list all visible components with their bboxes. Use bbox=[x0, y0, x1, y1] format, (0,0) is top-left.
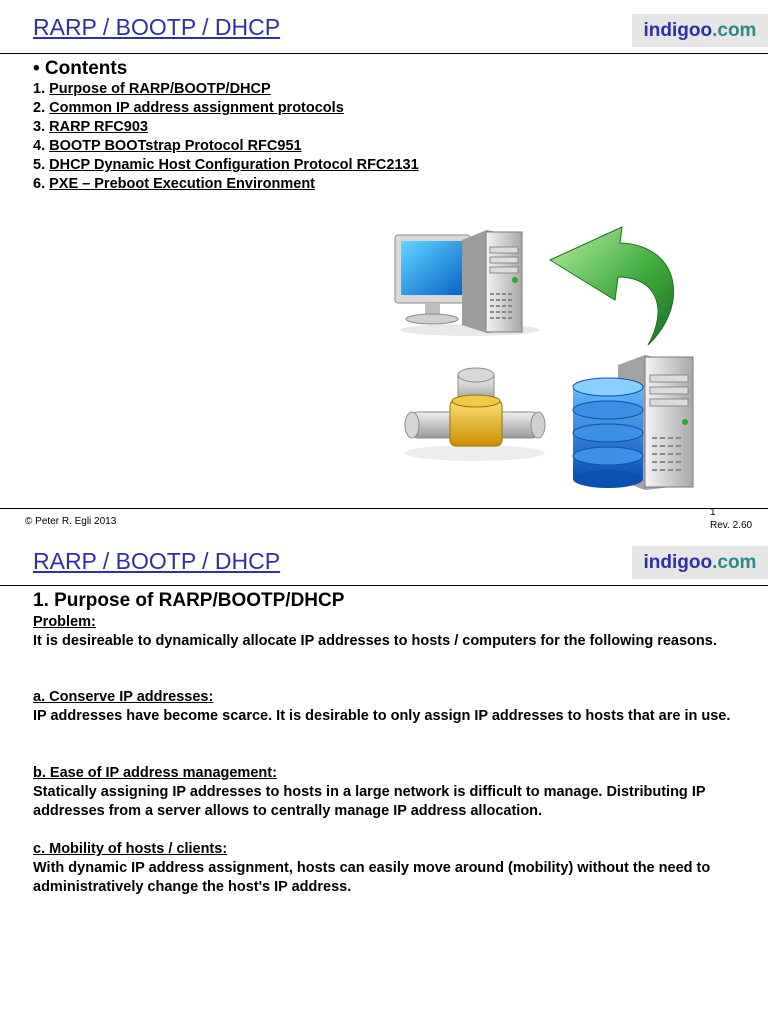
workstation-icon bbox=[394, 230, 540, 336]
toc-link[interactable]: Purpose of RARP/BOOTP/DHCP bbox=[49, 81, 271, 97]
toc-link[interactable]: BOOTP BOOTstrap Protocol RFC951 bbox=[49, 138, 302, 154]
toc-item[interactable]: 6. PXE – Preboot Execution Environment bbox=[33, 176, 316, 192]
toc-item[interactable]: 5. DHCP Dynamic Host Configuration Proto… bbox=[33, 157, 419, 173]
section-c-text: With dynamic IP address assignment, host… bbox=[33, 860, 711, 895]
network-illustration bbox=[394, 226, 694, 490]
section-b-text: Statically assigning IP addresses to hos… bbox=[33, 784, 706, 819]
section-a-text: IP addresses have become scarce. It is d… bbox=[33, 708, 731, 724]
database-server-icon bbox=[572, 355, 694, 490]
section-b-label: b. Ease of IP address management: bbox=[33, 765, 277, 781]
header-divider bbox=[0, 585, 768, 586]
toc-link[interactable]: DHCP Dynamic Host Configuration Protocol… bbox=[49, 157, 419, 173]
toc-item[interactable]: 4. BOOTP BOOTstrap Protocol RFC951 bbox=[33, 138, 302, 154]
toc-link[interactable]: PXE – Preboot Execution Environment bbox=[49, 176, 316, 192]
network-hub-icon bbox=[404, 367, 546, 461]
section-heading: 1. Purpose of RARP/BOOTP/DHCP bbox=[33, 590, 345, 611]
problem-label: Problem: bbox=[33, 614, 96, 630]
table-of-contents: 1. Purpose of RARP/BOOTP/DHCP 2. Common … bbox=[33, 80, 419, 194]
slide-title: RARP / BOOTP / DHCP bbox=[33, 548, 281, 574]
toc-item[interactable]: 3. RARP RFC903 bbox=[33, 119, 148, 135]
toc-item[interactable]: 1. Purpose of RARP/BOOTP/DHCP bbox=[33, 81, 271, 97]
copyright: © Peter R. Egli 2013 bbox=[25, 516, 117, 527]
toc-link[interactable]: RARP RFC903 bbox=[49, 119, 148, 135]
slide-1: RARP / BOOTP / DHCP indigoo.com • Conten… bbox=[0, 14, 768, 531]
problem-text: It is desireable to dynamically allocate… bbox=[33, 633, 717, 649]
section-c-label: c. Mobility of hosts / clients: bbox=[33, 841, 228, 857]
header-divider bbox=[0, 53, 768, 54]
footer-divider bbox=[0, 508, 768, 509]
indigoo-logo: indigoo.com bbox=[632, 546, 768, 579]
toc-link[interactable]: Common IP address assignment protocols bbox=[49, 100, 344, 116]
indigoo-logo: indigoo.com bbox=[632, 14, 768, 47]
slide-2: RARP / BOOTP / DHCP indigoo.com 1. Purpo… bbox=[0, 532, 768, 1024]
revision: Rev. 2.60 bbox=[710, 520, 753, 531]
slide-title: RARP / BOOTP / DHCP bbox=[33, 14, 281, 40]
curved-arrow-icon bbox=[548, 226, 675, 346]
toc-item[interactable]: 2. Common IP address assignment protocol… bbox=[33, 100, 344, 116]
page-number: 1 bbox=[710, 507, 716, 518]
contents-heading: • Contents bbox=[33, 58, 128, 79]
section-a-label: a. Conserve IP addresses: bbox=[33, 689, 214, 705]
